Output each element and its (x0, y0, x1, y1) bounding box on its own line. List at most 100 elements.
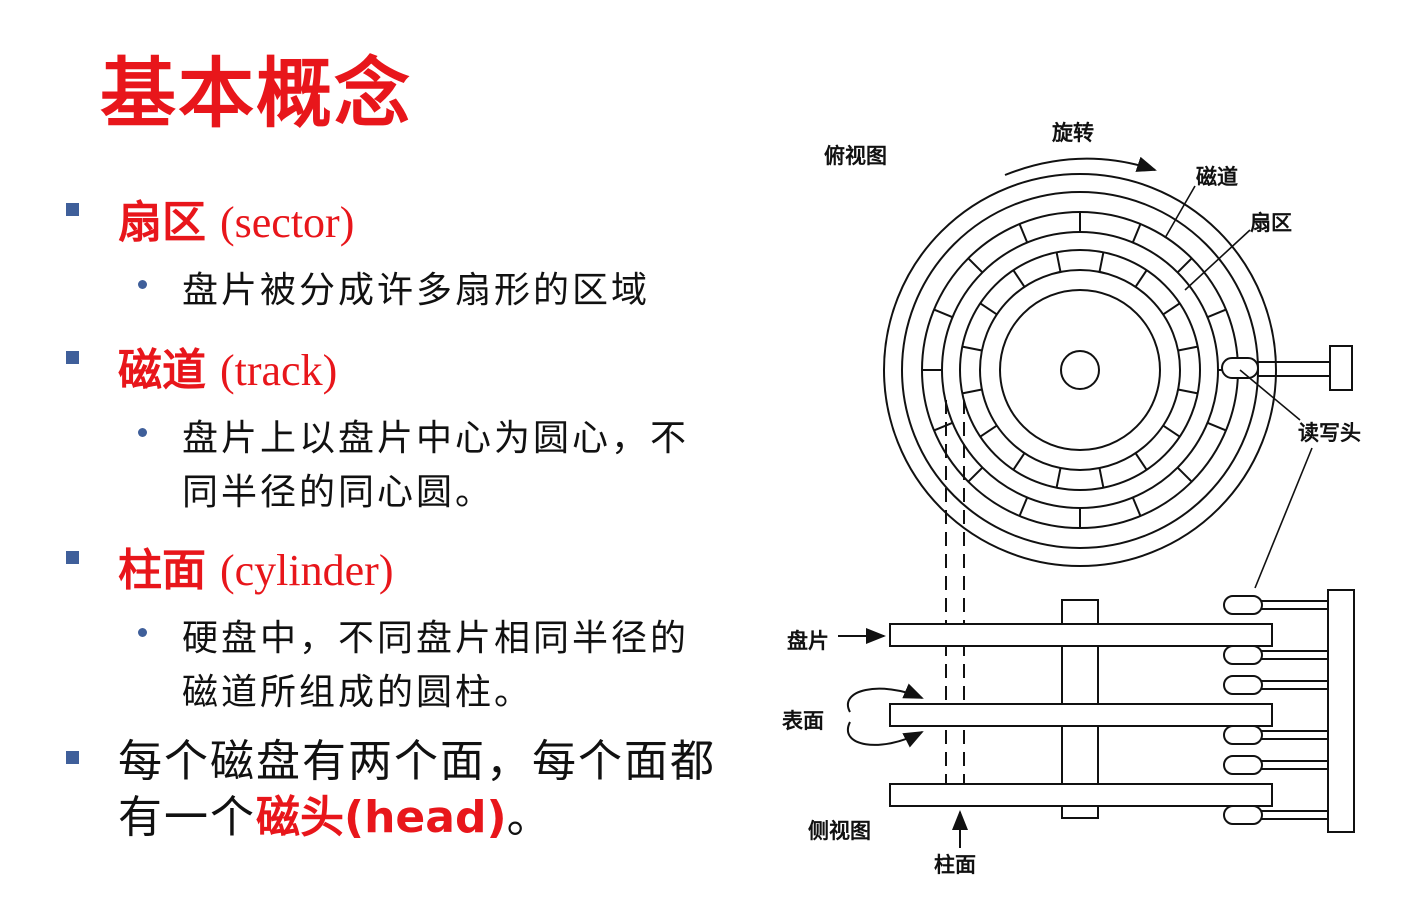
cylinder-label: 柱面 (934, 853, 976, 877)
side-heads (1223, 595, 1328, 825)
track-label: 磁道 (1196, 165, 1238, 189)
head-icon (1223, 725, 1263, 745)
term-sector: 扇区 (118, 197, 206, 248)
track-ring (901, 191, 1259, 549)
sector-tick (1134, 269, 1148, 288)
sector-tick (1055, 252, 1062, 273)
track-description-line1: 盘片上以盘片中心为圆心，不 (182, 418, 690, 459)
head-icon (1223, 805, 1263, 825)
side-view (889, 589, 1355, 833)
sector-tick (1134, 452, 1148, 471)
sector-tick (1177, 388, 1198, 395)
sector-tick (1177, 345, 1198, 352)
platter (889, 623, 1273, 647)
sector-tick (1176, 257, 1193, 274)
slide-title: 基本概念 (100, 49, 412, 138)
bullet-sector: 扇区 (sector) (66, 186, 355, 250)
head-leader-line (1239, 369, 1301, 421)
track-description-line2: 同半径的同心圆。 (182, 472, 495, 513)
track-ring (959, 249, 1201, 491)
platter (889, 703, 1273, 727)
sub-bullet-track: 盘片上以盘片中心为圆心，不 同半径的同心圆。 (138, 412, 690, 520)
actuator-comb (1327, 589, 1355, 833)
sector-tick (1207, 308, 1227, 319)
sector-tick (1131, 223, 1142, 243)
sector-tick (979, 302, 998, 316)
sector-divisions (922, 212, 1238, 528)
term-cylinder: 柱面 (118, 545, 206, 596)
sector-tick (967, 466, 984, 483)
round-bullet-icon (138, 428, 147, 437)
rotation-arrow-icon (1004, 156, 1157, 176)
surface-arrow-icon (847, 683, 924, 713)
sector-tick (1162, 424, 1181, 438)
sector-label: 扇区 (1250, 211, 1292, 235)
track-ring (979, 269, 1181, 471)
track-ring (941, 231, 1219, 509)
sector-tick (1098, 252, 1105, 273)
bullet-head: 每个磁盘有两个面，每个面都 有一个磁头(head)。 (66, 734, 716, 846)
term-cylinder-english: (cylinder) (220, 546, 394, 595)
square-bullet-icon (66, 351, 79, 364)
bullet-list: 扇区 (sector) 盘片被分成许多扇形的区域 磁道 (track) 盘片上以… (66, 186, 716, 846)
head-line2-suffix: 。 (506, 792, 553, 843)
sub-bullet-cylinder: 硬盘中，不同盘片相同半径的 磁道所组成的圆柱。 (138, 612, 690, 720)
head-arm-top (1221, 345, 1353, 391)
sector-tick (1207, 421, 1227, 432)
cylinder-description-line2: 磁道所组成的圆柱。 (182, 672, 534, 713)
sector-tick (1176, 466, 1193, 483)
round-bullet-icon (138, 628, 147, 637)
top-view-label: 俯视图 (824, 144, 887, 168)
rotation-label: 旋转 (1051, 121, 1094, 145)
head-line2-prefix: 有一个 (118, 792, 256, 843)
surface-arrow-icon (847, 721, 924, 748)
sector-leader-line (1184, 229, 1251, 291)
head-icon (1223, 755, 1263, 775)
head-icon (1221, 357, 1259, 379)
head-icon (1223, 595, 1263, 615)
sector-tick (979, 424, 998, 438)
track-ring (883, 173, 1277, 567)
sector-tick (933, 421, 953, 432)
platter (889, 783, 1273, 807)
head-leader-line-side (1254, 447, 1313, 589)
sector-tick (1012, 452, 1026, 471)
sub-bullet-sector: 盘片被分成许多扇形的区域 (138, 264, 651, 318)
square-bullet-icon (66, 751, 79, 764)
sector-tick (1018, 497, 1029, 517)
bullet-track: 磁道 (track) (66, 334, 338, 398)
cylinder-description-line1: 硬盘中，不同盘片相同半径的 (182, 618, 690, 659)
sector-tick (1131, 497, 1142, 517)
track-ring (999, 289, 1161, 451)
sector-tick (967, 257, 984, 274)
term-track: 磁道 (118, 345, 206, 396)
bullet-cylinder: 柱面 (cylinder) (66, 534, 394, 598)
spindle-hole (1060, 350, 1100, 390)
sector-tick (1055, 467, 1062, 488)
term-track-english: (track) (220, 346, 338, 395)
side-view-label: 侧视图 (808, 819, 871, 843)
head-icon (1223, 675, 1263, 695)
head-line1: 每个磁盘有两个面，每个面都 (118, 736, 716, 787)
track-leader-line (1164, 185, 1196, 239)
square-bullet-icon (66, 551, 79, 564)
sector-tick (1012, 269, 1026, 288)
sector-tick (962, 345, 983, 352)
head-label: 读写头 (1298, 421, 1361, 445)
sector-tick (1162, 302, 1181, 316)
sector-tick (933, 308, 953, 319)
square-bullet-icon (66, 203, 79, 216)
surface-label: 表面 (782, 709, 824, 733)
sector-description: 盘片被分成许多扇形的区域 (182, 270, 651, 311)
round-bullet-icon (138, 280, 147, 289)
head-term: 磁头(head) (256, 792, 507, 843)
head-icon (1223, 645, 1263, 665)
actuator-block (1329, 345, 1353, 391)
top-view (883, 173, 1277, 567)
platter-label: 盘片 (787, 629, 829, 653)
term-sector-english: (sector) (220, 198, 355, 247)
sector-tick (1018, 223, 1029, 243)
sector-tick (962, 388, 983, 395)
sector-tick (1098, 467, 1105, 488)
